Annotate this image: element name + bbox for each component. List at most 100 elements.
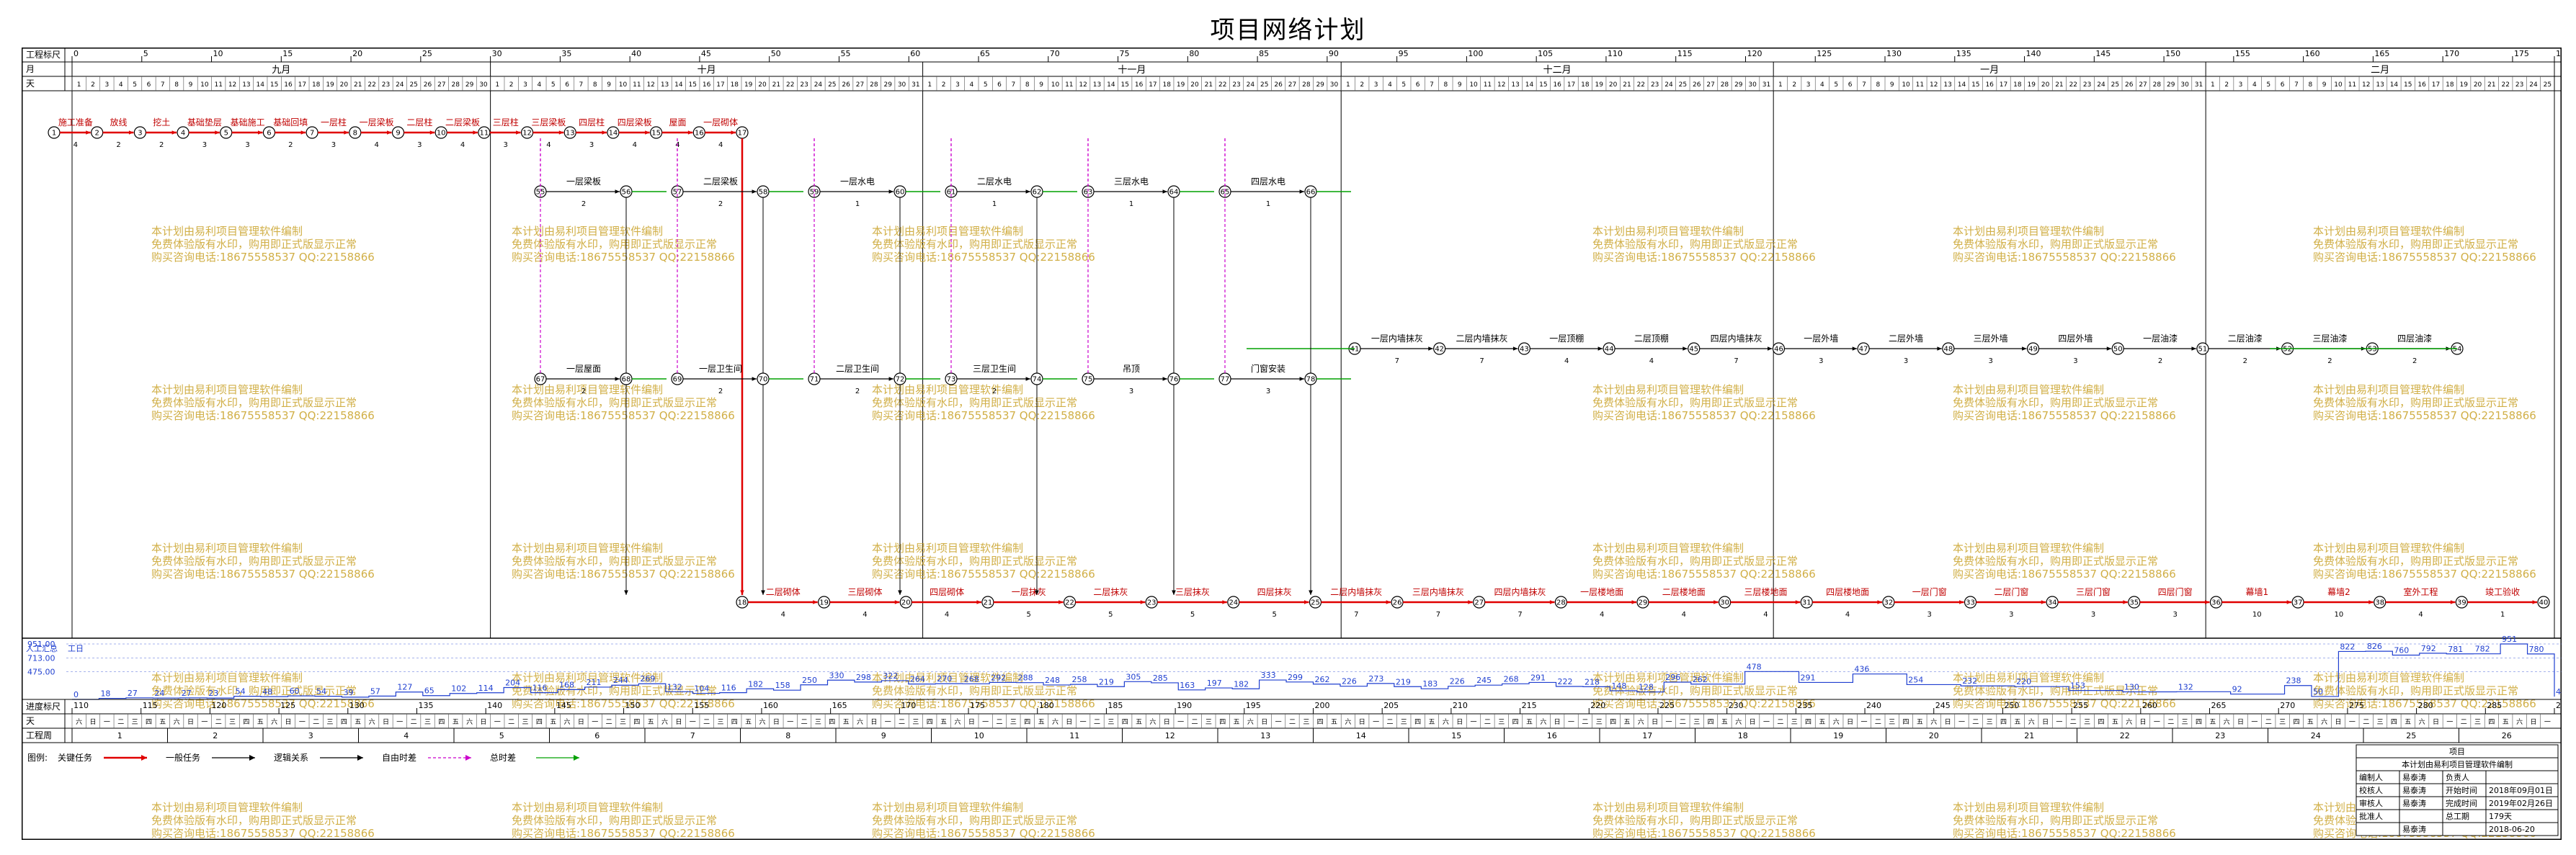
normal-task-mid-label: 三层油漆 xyxy=(2312,334,2347,344)
critical-task-top-head xyxy=(473,130,478,135)
resource-value-label: 27 xyxy=(128,689,138,698)
critical-task-bottom-duration: 4 xyxy=(1845,611,1850,619)
day-label: 8 xyxy=(593,81,597,89)
resource-value-label: 296 xyxy=(1665,673,1680,682)
weekday-label: 日 xyxy=(2530,718,2536,726)
day-label: 15 xyxy=(1539,81,1547,89)
weekday-label: 一 xyxy=(1177,719,1184,726)
resource-value-label: 163 xyxy=(1180,681,1195,690)
weekday-label: 四 xyxy=(1414,719,1421,726)
legend-item-label: 逻辑关系 xyxy=(274,753,308,763)
normal-task-mid-duration: 2 xyxy=(2327,357,2332,365)
day-label: 20 xyxy=(1609,81,1618,89)
weekday-label: 五 xyxy=(1234,719,1240,726)
critical-task-bottom-duration: 10 xyxy=(2335,611,2344,619)
resource-value-label: 116 xyxy=(721,684,736,693)
weekday-label: 一 xyxy=(1373,719,1379,726)
weekday-label: 二 xyxy=(2363,719,2369,726)
resource-value-label: 268 xyxy=(964,674,979,684)
day-label: 13 xyxy=(242,81,250,89)
weekday-label: 六 xyxy=(2321,717,2327,726)
day-label: 8 xyxy=(1876,81,1880,89)
watermark-text: 免费体验版有水印，购用即正式版显示正常 xyxy=(2313,555,2518,568)
resource-value-label: 291 xyxy=(1530,673,1546,682)
weekday-label: 四 xyxy=(2098,719,2104,726)
critical-task-top-label: 二层梁板 xyxy=(445,117,480,127)
day-label: 8 xyxy=(1025,81,1030,89)
network-node xyxy=(2537,596,2550,609)
network-node-number: 13 xyxy=(566,130,575,138)
normal-task-mid-head xyxy=(1512,346,1518,351)
resource-value-label: 148 xyxy=(1611,681,1626,691)
progress-tick-label: 125 xyxy=(280,701,295,710)
resource-value-label: 220 xyxy=(2016,677,2031,686)
critical-task-bottom-head xyxy=(976,600,981,604)
critical-task-bottom-duration: 4 xyxy=(2418,611,2423,619)
watermark-text: 购买咨询电话:18675558537 QQ:22158866 xyxy=(151,251,375,264)
weekday-label: 四 xyxy=(633,719,640,726)
weekday-label: 六 xyxy=(1149,717,1156,726)
critical-task-top-duration: 3 xyxy=(202,141,207,149)
critical-task-bottom-label: 四层楼地面 xyxy=(1826,586,1869,597)
day-label: 14 xyxy=(1958,81,1966,89)
network-node-number: 20 xyxy=(901,599,911,607)
normal-task-side-head xyxy=(1162,377,1167,381)
critical-task-top-duration: 4 xyxy=(460,141,465,149)
logic-link-head xyxy=(1172,590,1176,595)
day-label: 29 xyxy=(465,81,474,89)
resource-value-label: 264 xyxy=(910,675,925,684)
critical-task-top-head xyxy=(128,130,134,135)
critical-task-top-duration: 3 xyxy=(504,141,508,149)
normal-task-side-head xyxy=(615,189,620,194)
watermark-text: 本计划由易利项目管理软件编制 xyxy=(512,801,663,814)
watermark-text: 免费体验版有水印，购用即正式版显示正常 xyxy=(872,684,1077,697)
resource-value-label: 226 xyxy=(1450,677,1465,686)
network-node-number: 11 xyxy=(480,130,489,138)
logic-link-head xyxy=(1309,590,1313,595)
info-table-cell: 2018年09月01日 xyxy=(2489,785,2553,795)
watermark-text: 本计划由易利项目管理软件编制 xyxy=(1953,542,2104,555)
normal-task-mid-head xyxy=(2022,346,2027,351)
day-label: 6 xyxy=(997,81,1002,89)
resource-value-label: 182 xyxy=(748,679,763,689)
footer-row-label: 天 xyxy=(26,716,35,726)
critical-task-top-duration: 4 xyxy=(374,141,378,149)
day-label: 2 xyxy=(1360,81,1364,89)
week-label: 6 xyxy=(594,731,600,740)
scale-tick-label: 25 xyxy=(422,49,432,58)
day-label: 27 xyxy=(856,81,864,89)
watermark-text: 购买咨询电话:18675558537 QQ:22158866 xyxy=(2313,251,2536,264)
resource-value-label: 782 xyxy=(2475,645,2490,654)
critical-task-bottom-duration: 3 xyxy=(2172,611,2177,619)
resource-value-label: 781 xyxy=(2448,645,2463,654)
day-label: 4 xyxy=(2252,81,2257,89)
critical-task-bottom-label: 四层抹灰 xyxy=(1257,587,1292,597)
weekday-label: 二 xyxy=(899,719,905,726)
weekday-label: 一 xyxy=(396,719,403,726)
network-node-number: 44 xyxy=(1605,346,1614,354)
info-table-cell: 易泰涛 xyxy=(2402,785,2426,795)
resource-value-label: 226 xyxy=(1342,677,1357,686)
normal-task-side-label: 一层卫生间 xyxy=(699,364,742,374)
weekday-label: 五 xyxy=(2112,719,2118,726)
resource-value-label: 245 xyxy=(1476,676,1492,685)
day-label: 25 xyxy=(2544,81,2552,89)
resource-value-label: 211 xyxy=(586,678,601,687)
weekday-label: 二 xyxy=(411,719,417,726)
day-label: 24 xyxy=(2529,81,2538,89)
resource-value-label: 218 xyxy=(1585,677,1600,686)
normal-task-mid-label: 二层顶棚 xyxy=(1634,333,1669,344)
critical-task-bottom-head xyxy=(2041,600,2046,604)
day-label: 7 xyxy=(1862,81,1866,89)
normal-task-mid-head xyxy=(1683,346,1688,351)
day-label: 4 xyxy=(1388,81,1392,89)
normal-task-mid-duration: 3 xyxy=(1989,357,1993,365)
day-label: 31 xyxy=(1762,81,1770,89)
day-label: 23 xyxy=(382,81,390,89)
weekday-label: 五 xyxy=(355,719,361,726)
resource-axis-label: 951.00 xyxy=(27,640,55,649)
normal-task-side-head xyxy=(888,189,893,194)
day-label: 24 xyxy=(396,81,404,89)
weekday-label: 四 xyxy=(536,719,543,726)
